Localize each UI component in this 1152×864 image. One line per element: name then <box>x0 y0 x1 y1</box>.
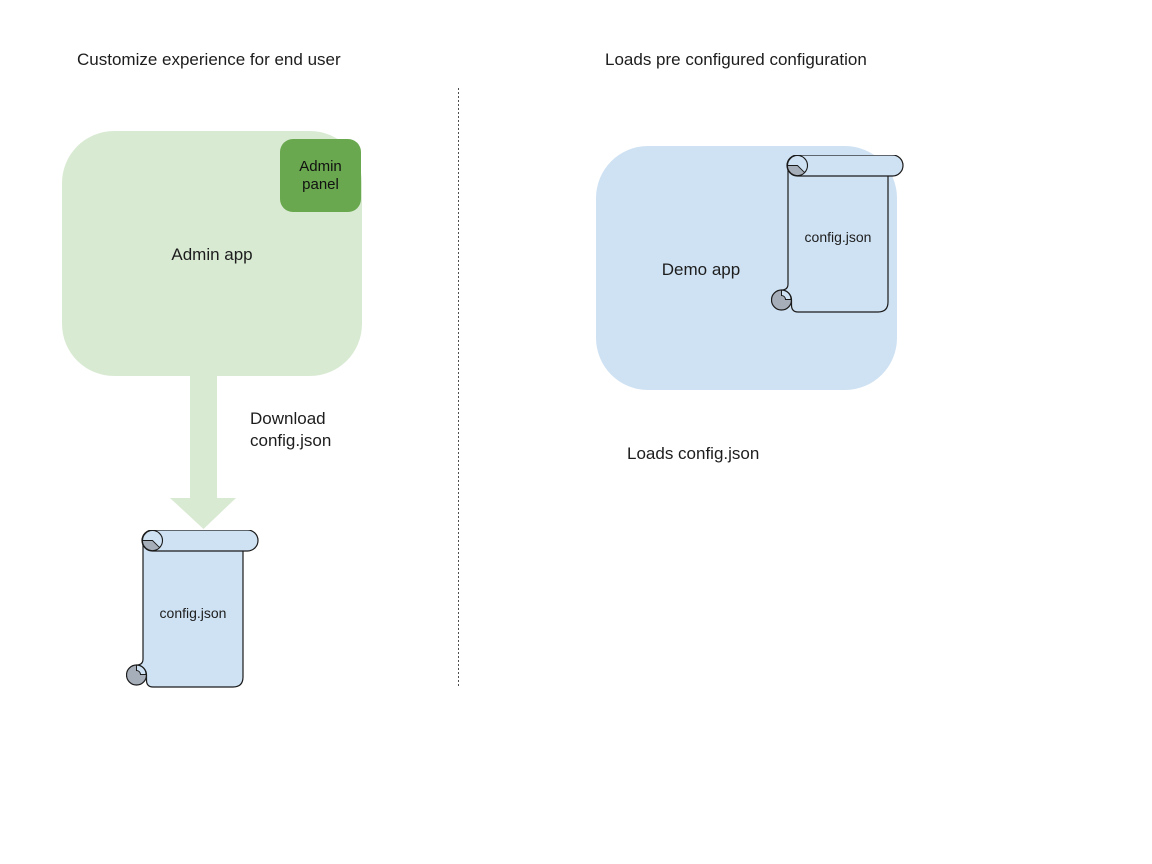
config-json-label-right: config.json <box>804 229 872 245</box>
loads-config-caption: Loads config.json <box>627 444 760 463</box>
download-arrow-label: Download config.json <box>250 409 332 450</box>
admin-app-label: Admin app <box>171 245 253 264</box>
section-divider <box>458 88 459 687</box>
admin-panel-label: Admin panel <box>299 157 342 193</box>
demo-app-label: Demo app <box>661 260 741 279</box>
left-section-title: Customize experience for end user <box>77 50 341 69</box>
config-json-label-left: config.json <box>159 605 227 621</box>
admin-panel-box: Admin panel <box>280 139 361 212</box>
download-arrow <box>170 376 236 529</box>
right-section-title: Loads pre configured configuration <box>605 50 867 69</box>
